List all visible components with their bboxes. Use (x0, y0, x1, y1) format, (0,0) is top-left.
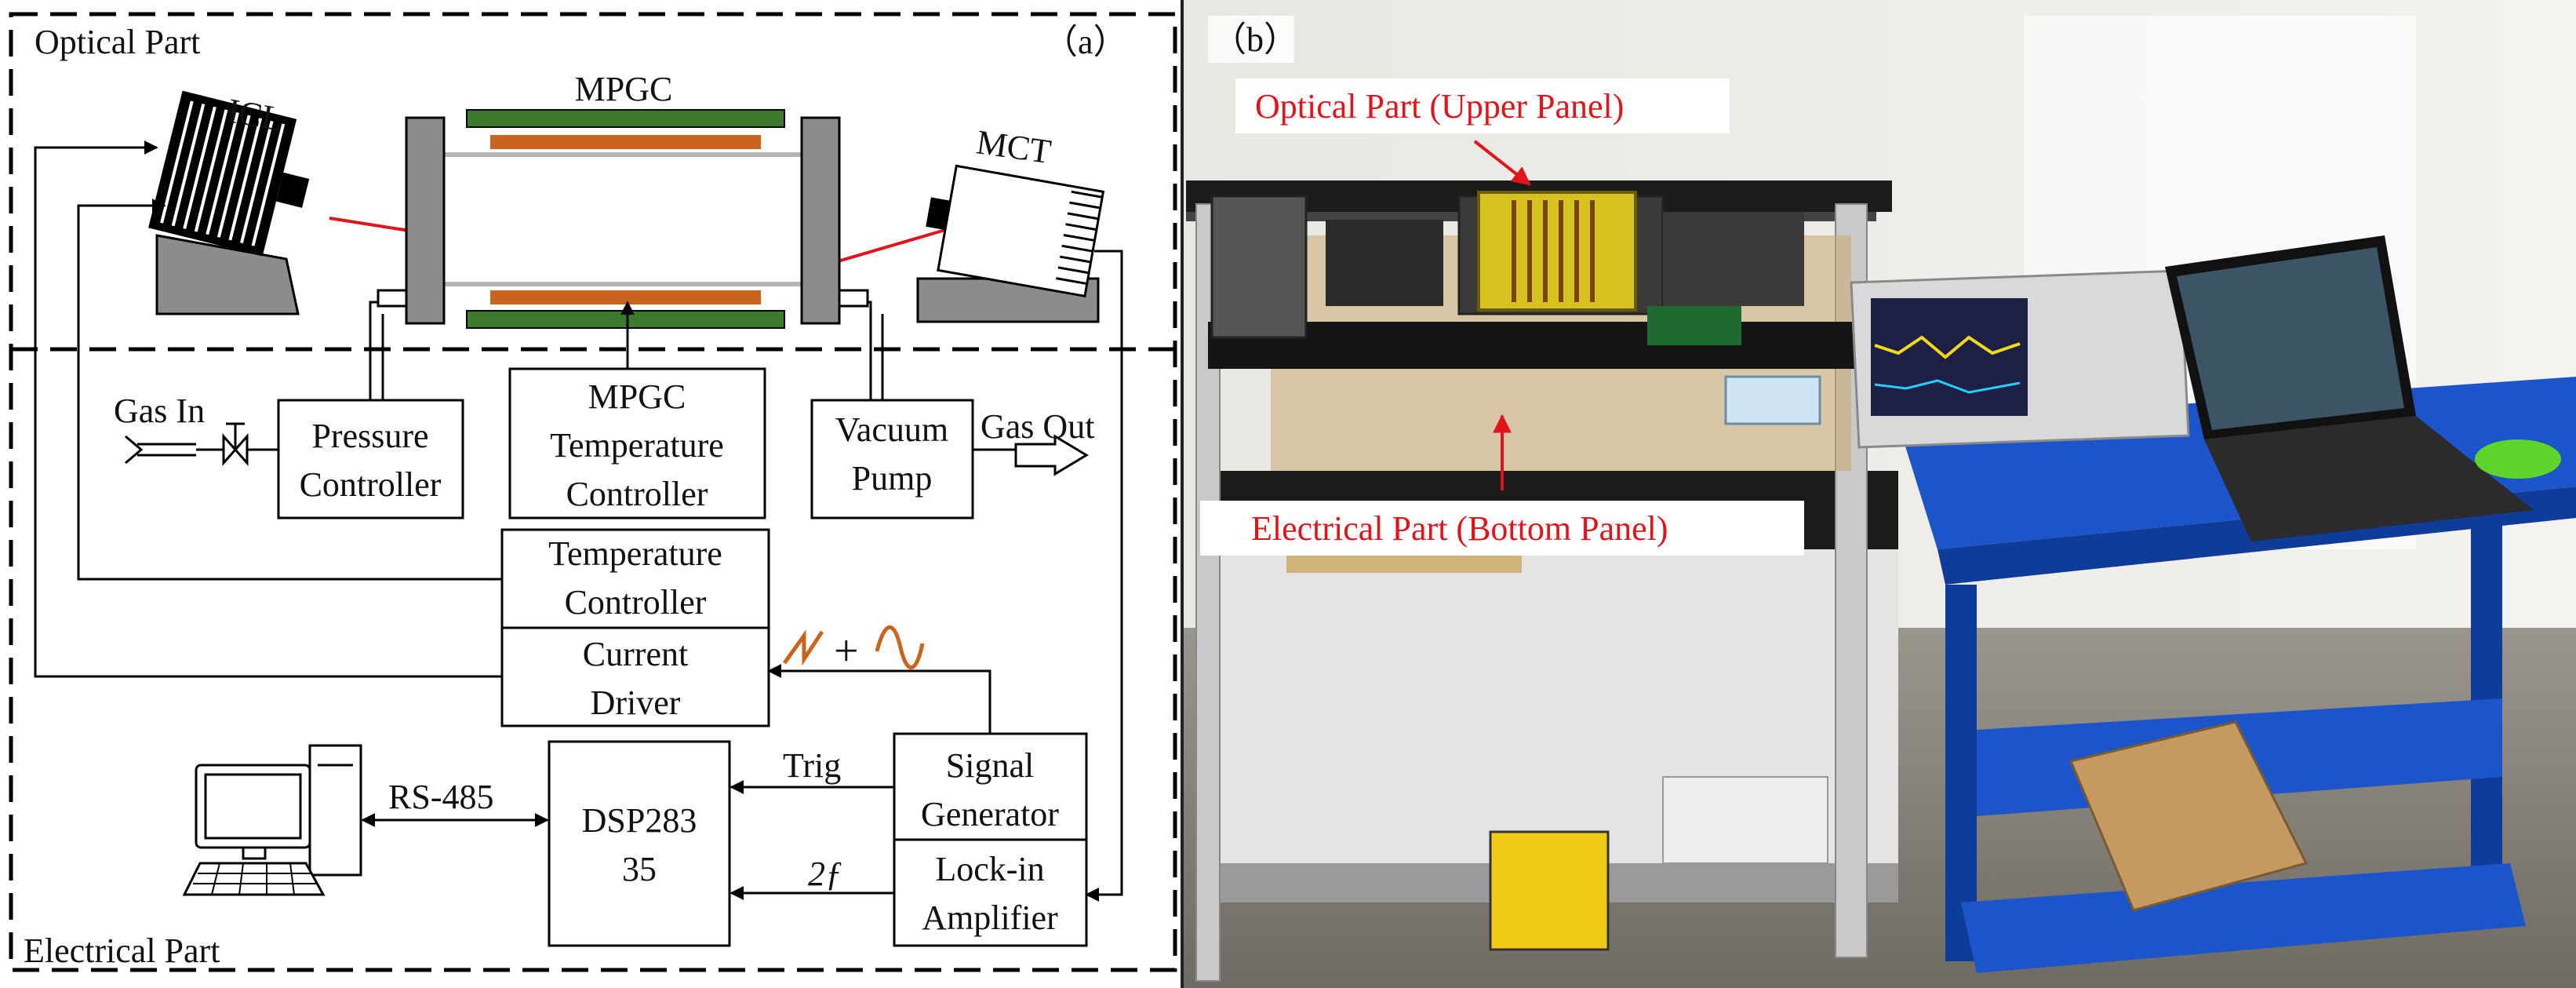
icl-laser: ICL (148, 90, 310, 315)
temperature-controller-box (500, 528, 770, 629)
mpgc-outer-green-top (466, 109, 785, 128)
panel-a-schematic: Optical Part Electrical Part （a） ICL (9, 12, 1177, 972)
mpgc-left-port (377, 289, 408, 308)
icl-emitter (276, 172, 310, 208)
gas-out-label: Gas Out (981, 407, 1094, 446)
waveform-plus-label: + (834, 627, 859, 676)
mpgc-temp-controller-box (508, 367, 766, 520)
lockin-amplifier-box (893, 838, 1088, 947)
power-strip (1662, 776, 1828, 864)
electrical-part-label: Electrical Part (24, 931, 220, 970)
vacuum-pump-label: Vacuum (835, 410, 948, 449)
computer-icon (182, 744, 362, 896)
temperature-controller-label: Controller (565, 583, 707, 622)
panel-a-label: （a） (1043, 23, 1128, 61)
gas-in-label: Gas In (114, 392, 205, 430)
optical-part-label: Optical Part (35, 23, 200, 61)
dsp-box (548, 740, 731, 947)
electrical-callout-bg (1200, 501, 1804, 556)
icl-label: ICL (224, 91, 286, 139)
mpgc-cell: MPGC (377, 70, 869, 329)
sawtooth-sine-icon: + (782, 625, 925, 676)
oscilloscope (1850, 269, 2190, 449)
mpgc-temp-controller-label: MPGC (588, 377, 686, 416)
tool-kit (1489, 830, 1610, 951)
mpgc-tube (437, 152, 810, 286)
lockin-amplifier-label: Amplifier (922, 899, 1058, 937)
temperature-controller-label: Temperature (548, 534, 722, 573)
panel-b-photo: Optical Part (Upper Panel) Electrical Pa… (1184, 0, 2576, 988)
mpgc-outer-green-bottom (466, 310, 785, 329)
two-f-label: 2ƒ (808, 855, 842, 893)
mpgc-right-port (838, 289, 869, 308)
mct-body (937, 164, 1105, 298)
optical-callout-arrow (1473, 140, 1531, 186)
connection-wires (34, 140, 1123, 902)
mpgc-temp-controller-label: Temperature (550, 426, 724, 465)
electrical-callout-label: Electrical Part (Bottom Panel) (1251, 509, 1668, 548)
lockin-amplifier-label: Lock-in (935, 850, 1044, 888)
mpgc-heater-orange-top (490, 135, 761, 149)
cardboard-box (2068, 720, 2309, 912)
signal-generator-label: Signal (946, 746, 1034, 785)
signal-generator-label: Generator (921, 795, 1059, 833)
current-driver-box (500, 626, 770, 727)
panel-b-label-bg (1208, 16, 1294, 63)
gas-cell-photo (1477, 191, 1637, 312)
optical-bench (1208, 191, 1883, 425)
laptop (2165, 235, 2561, 541)
signal-generator-box (893, 732, 1088, 841)
mpgc-left-flange (405, 116, 446, 325)
optical-callout-label: Optical Part (Upper Panel) (1255, 87, 1624, 126)
trig-label: Trig (783, 746, 841, 785)
pressure-controller-label: Controller (300, 465, 442, 504)
mpgc-temp-controller-label: Controller (566, 475, 708, 513)
mpgc-heater-orange-bottom (490, 290, 761, 304)
pressure-controller-label: Pressure (311, 417, 428, 455)
vacuum-pump-label: Pump (852, 459, 933, 498)
optical-callout-bg (1235, 78, 1730, 133)
gas-in-valve-icon (125, 422, 278, 466)
rs485-label: RS-485 (388, 778, 493, 816)
dsp-label: 35 (622, 850, 657, 888)
mpgc-right-flange (800, 116, 841, 325)
current-driver-label: Current (583, 635, 688, 673)
mct-detector: MCT (916, 122, 1105, 323)
mct-label: MCT (974, 122, 1053, 171)
current-driver-label: Driver (591, 684, 681, 722)
gas-out-arrow-icon (973, 434, 1089, 476)
vacuum-pump-box (810, 399, 974, 520)
panel-b-label: （b） (1212, 20, 1298, 59)
mct-window (926, 197, 951, 231)
mpgc-label: MPGC (575, 70, 673, 108)
dsp-label: DSP283 (582, 801, 697, 840)
